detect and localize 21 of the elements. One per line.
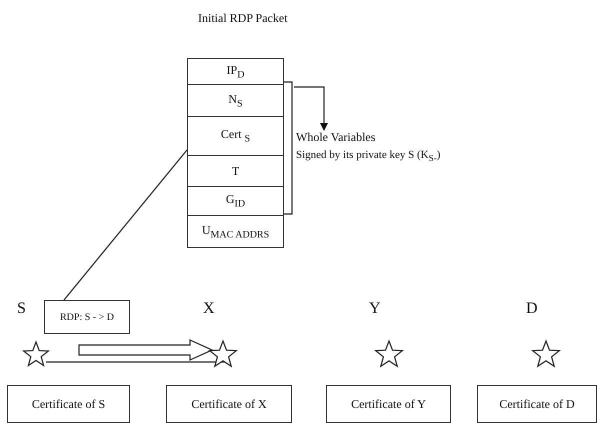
node-label: S: [17, 300, 26, 318]
packet-title: Initial RDP Packet: [198, 11, 288, 26]
node-label: D: [526, 300, 538, 318]
packet-field: IP$_{D}$: [188, 59, 283, 85]
packet-field: U$_{MAC ADDRS}$: [188, 216, 283, 248]
arrow: [294, 86, 328, 131]
node-label: X: [203, 300, 215, 318]
certificate-box: Certificate of D: [477, 385, 597, 423]
leader-line: [64, 150, 188, 300]
node-label: Y: [369, 300, 381, 318]
annotation-text: Signed by its private key S (K$_{S-}$): [296, 148, 440, 164]
packet-field: G$_{ID}$: [188, 187, 283, 216]
certificate-box: Certificate of S: [7, 385, 130, 423]
packet-field: N$_{S}$: [188, 85, 283, 117]
block-arrow: [78, 339, 214, 361]
message-box: RDP: S - > D: [44, 300, 130, 334]
certificate-box: Certificate of X: [166, 385, 292, 423]
annotation-text: Whole Variables: [296, 129, 376, 146]
certificate-box: Certificate of Y: [326, 385, 451, 423]
packet-field: T: [188, 156, 283, 187]
packet-field: Cert $_{S}$: [188, 117, 283, 156]
